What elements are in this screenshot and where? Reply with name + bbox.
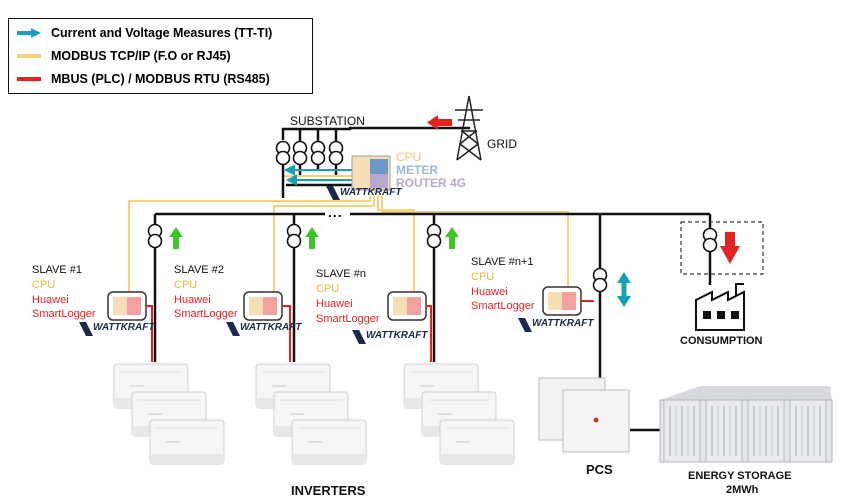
slave-name: SLAVE #1 (32, 264, 82, 276)
slave-smartlogger-label: SmartLogger (316, 313, 380, 325)
energy-storage-label: ENERGY STORAGE (688, 470, 792, 482)
generation-arrow-icons (169, 227, 459, 249)
ellipsis-label: ... (328, 204, 343, 220)
energy-storage-capacity: 2MWh (726, 484, 759, 496)
modbus-tcp-links (128, 175, 569, 300)
slave-cpu-label: CPU (316, 283, 340, 295)
brand-logo: WATTKRAFT (340, 187, 402, 198)
legend-label: MODBUS TCP/IP (F.O or RJ45) (51, 49, 231, 63)
slave-smartlogger-label: SmartLogger (174, 308, 238, 320)
brand-logo: WATTKRAFT (532, 318, 594, 329)
meter-router-icon (351, 155, 391, 191)
brand-logo: WATTKRAFT (366, 330, 428, 341)
consumption-meter-box (680, 221, 764, 275)
legend-swatch (17, 77, 41, 81)
meter-router-label: ROUTER 4G (396, 176, 467, 190)
energy-storage-container (659, 386, 833, 463)
arrow-right-icon (17, 28, 41, 38)
slave-huawei-label: Huawei (471, 286, 508, 298)
brand-logo: WATTKRAFT (240, 322, 302, 333)
factory-icon (695, 283, 745, 331)
slave-huawei-label: Huawei (32, 294, 69, 306)
meter-meter-label: METER (396, 163, 438, 177)
brand-logo: WATTKRAFT (93, 322, 155, 333)
slave-huawei-label: Huawei (174, 294, 211, 306)
grid-tower-icon (455, 95, 483, 161)
slave-cpu-label: CPU (471, 271, 495, 283)
pcs-bidirectional-arrow-icon (617, 272, 631, 307)
slave-name: SLAVE #n (316, 268, 366, 280)
legend-item: MBUS (PLC) / MODBUS RTU (RS485) (17, 70, 270, 88)
grid-arrow-icon (427, 115, 452, 130)
grid-label: GRID (487, 137, 517, 151)
slave-cpu-label: CPU (32, 279, 56, 291)
slave-cpu-label: CPU (174, 279, 198, 291)
slave-name: SLAVE #n+1 (471, 256, 534, 268)
modbus-rtu-links (146, 300, 594, 362)
slave-smartlogger-label: SmartLogger (32, 308, 96, 320)
pcs-label: PCS (586, 462, 613, 477)
inverter-stacks (113, 363, 515, 465)
consumption-label: CONSUMPTION (680, 335, 763, 347)
legend-label: Current and Voltage Measures (TT-TI) (51, 26, 273, 40)
meter-cpu-label: CPU (396, 150, 422, 164)
pcs-cabinets (538, 377, 630, 453)
legend-item: Current and Voltage Measures (TT-TI) (17, 24, 272, 42)
brand-marks (79, 186, 532, 344)
legend: Current and Voltage Measures (TT-TI) MOD… (8, 18, 313, 94)
legend-swatch (17, 54, 41, 58)
measure-arrows (283, 164, 355, 186)
slave-huawei-label: Huawei (316, 298, 353, 310)
legend-label: MBUS (PLC) / MODBUS RTU (RS485) (51, 72, 270, 86)
slave-name: SLAVE #2 (174, 264, 224, 276)
consumption-arrow-icon (720, 232, 740, 264)
substation-label: SUBSTATION (290, 114, 365, 128)
inverters-label: INVERTERS (291, 483, 366, 498)
legend-item: MODBUS TCP/IP (F.O or RJ45) (17, 47, 231, 65)
slave-smartlogger-label: SmartLogger (471, 300, 535, 312)
